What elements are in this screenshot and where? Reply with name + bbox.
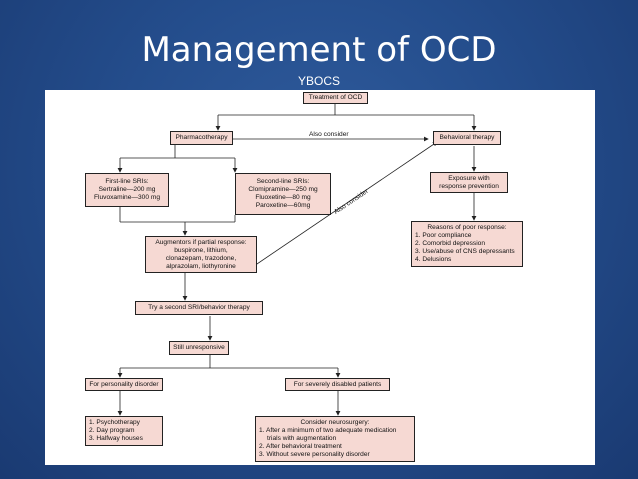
reasons-poor-response-box: Reasons of poor response: 1. Poor compli… bbox=[411, 221, 523, 267]
augmentors-box: Augmentors if partial response: buspiron… bbox=[145, 236, 257, 273]
reasons-heading: Reasons of poor response: bbox=[427, 224, 507, 231]
try-second-sri-box: Try a second SRI/behavior therapy bbox=[135, 301, 263, 315]
also-consider-top-label: Also consider bbox=[307, 131, 351, 138]
exposure-text: Exposure with bbox=[448, 174, 490, 182]
pharmacotherapy-box: Pharmacotherapy bbox=[170, 131, 233, 145]
second-line-text: Fluoxetine—80 mg bbox=[255, 194, 311, 201]
treatment-box: Treatment of OCD bbox=[303, 92, 368, 104]
second-line-text: Paroxetine—60mg bbox=[255, 202, 311, 209]
severely-disabled-box: For severely disabled patients bbox=[285, 378, 390, 391]
still-unresponsive-label: Still unresponsive bbox=[173, 344, 225, 351]
augmentors-text: clonazepam, trazodone, bbox=[165, 254, 237, 262]
first-line-text: Fluvoxamine—300 mg bbox=[94, 194, 160, 201]
flowchart-connectors bbox=[117, 103, 477, 416]
neurosurgery-box: Consider neurosurgery: 1. After a minimu… bbox=[255, 416, 415, 462]
try-second-label: Try a second SRI/behavior therapy bbox=[148, 304, 250, 311]
exposure-box: Exposure with response prevention bbox=[430, 172, 508, 193]
first-line-text: Sertraline—200 mg bbox=[98, 186, 156, 193]
reasons-item: 1. Poor compliance bbox=[415, 232, 472, 239]
behavioral-therapy-box: Behavioral therapy bbox=[433, 131, 501, 145]
reasons-item: 4. Delusions bbox=[415, 256, 452, 263]
personality-disorder-label: For personality disorder bbox=[89, 380, 159, 388]
flowchart-canvas: Treatment of OCD Pharmacotherapy Also co… bbox=[45, 90, 595, 465]
psychotherapy-item: 1. Psychotherapy bbox=[89, 419, 140, 426]
augmentors-text: Augmentors if partial response: bbox=[155, 238, 247, 246]
neurosurgery-heading: Consider neurosurgery: bbox=[300, 419, 370, 426]
psychotherapy-item: 3. Halfway houses bbox=[89, 435, 143, 442]
first-line-sris-box: First-line SRIs: Sertraline—200 mg Fluvo… bbox=[85, 173, 169, 207]
augmentors-text: alprazolam, liothyronine bbox=[166, 262, 236, 270]
slide-title: Management of OCD bbox=[141, 30, 497, 70]
reasons-item: 3. Use/abuse of CNS depressants bbox=[415, 248, 515, 255]
pharmacotherapy-label: Pharmacotherapy bbox=[175, 134, 228, 141]
connector-diagonal-also-consider bbox=[250, 141, 438, 269]
exposure-text: response prevention bbox=[439, 182, 499, 190]
neurosurgery-item: 1. After a minimum of two adequate medic… bbox=[259, 427, 397, 434]
psychotherapy-box: 1. Psychotherapy 2. Day program 3. Halfw… bbox=[85, 416, 163, 446]
second-line-sris-box: Second-line SRIs: Clomipramine—250 mg Fl… bbox=[235, 173, 331, 215]
psychotherapy-item: 2. Day program bbox=[89, 427, 135, 434]
neurosurgery-item: 2. After behavioral treatment bbox=[259, 443, 342, 450]
behavioral-therapy-label: Behavioral therapy bbox=[439, 134, 495, 141]
neurosurgery-item: trials with augmentation bbox=[267, 435, 337, 442]
treatment-label: Treatment of OCD bbox=[308, 94, 363, 101]
second-line-text: Clomipramine—250 mg bbox=[248, 186, 318, 193]
second-line-text: Second-line SRIs: bbox=[256, 178, 310, 185]
slide-subtitle: YBOCS bbox=[297, 74, 340, 88]
neurosurgery-item: 3. Without severe personality disorder bbox=[259, 451, 370, 458]
first-line-text: First-line SRIs: bbox=[105, 178, 149, 185]
augmentors-text: buspirone, lithium, bbox=[174, 246, 228, 254]
personality-disorder-box: For personality disorder bbox=[85, 378, 163, 391]
reasons-item: 2. Comorbid depression bbox=[415, 240, 486, 247]
still-unresponsive-box: Still unresponsive bbox=[169, 341, 229, 355]
severely-disabled-label: For severely disabled patients bbox=[293, 380, 382, 388]
